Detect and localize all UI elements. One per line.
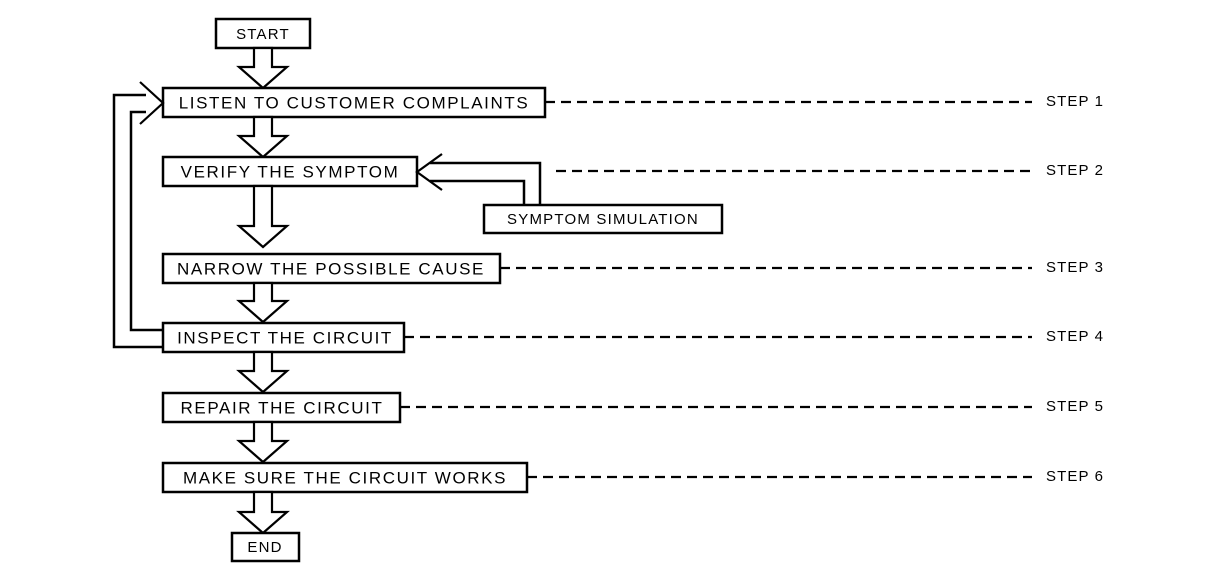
arrow-step2-to-step3: [236, 184, 290, 249]
arrowhead-loop-to-step1: [139, 81, 165, 125]
arrow-step6-to-end: [236, 490, 290, 535]
node-step4-label: INSPECT THE CIRCUIT: [177, 328, 393, 347]
arrow-step4-to-step5: [236, 350, 290, 394]
loop-simulation-inner: [430, 179, 526, 205]
arrow-step3-to-step4: [236, 281, 290, 324]
node-start[interactable]: START: [214, 17, 312, 50]
node-step2-label: VERIFY THE SYMPTOM: [181, 162, 400, 181]
node-start-label: START: [236, 26, 290, 43]
node-step6[interactable]: MAKE SURE THE CIRCUIT WORKS: [161, 461, 529, 494]
node-step5[interactable]: REPAIR THE CIRCUIT: [161, 391, 402, 424]
node-step1-box: [161, 86, 547, 119]
node-step5-label: REPAIR THE CIRCUIT: [181, 398, 384, 417]
loop-simulation-outer: [430, 161, 542, 205]
node-end-label: END: [247, 539, 282, 556]
node-step2[interactable]: VERIFY THE SYMPTOM: [161, 155, 419, 188]
node-symptom-simulation[interactable]: SYMPTOM SIMULATION: [482, 203, 724, 235]
arrow-start-to-step1: [236, 46, 290, 90]
node-step6-box: [161, 461, 529, 494]
node-step6-label: MAKE SURE THE CIRCUIT WORKS: [183, 468, 507, 487]
step-marker-1: STEP 1: [1046, 93, 1104, 110]
node-step2-box: [161, 155, 419, 188]
node-step3-label: NARROW THE POSSIBLE CAUSE: [177, 259, 485, 278]
node-step3[interactable]: NARROW THE POSSIBLE CAUSE: [161, 252, 502, 285]
arrow-step5-to-step6: [236, 420, 290, 464]
node-step1[interactable]: LISTEN TO CUSTOMER COMPLAINTS: [161, 86, 547, 119]
node-symptom-simulation-label: SYMPTOM SIMULATION: [507, 211, 699, 228]
node-symptom-simulation-box: [482, 203, 724, 235]
node-step4[interactable]: INSPECT THE CIRCUIT: [161, 321, 406, 354]
step-marker-6: STEP 6: [1046, 468, 1104, 485]
step-marker-3: STEP 3: [1046, 259, 1104, 276]
arrowhead-simulation-to-step2: [415, 153, 443, 191]
node-end[interactable]: END: [230, 531, 301, 563]
loop-step4-to-step1-outer: [112, 93, 163, 349]
node-step4-box: [161, 321, 406, 354]
node-end-box: [230, 531, 301, 563]
arrow-step1-to-step2: [236, 115, 290, 159]
step-marker-5: STEP 5: [1046, 398, 1104, 415]
node-step1-label: LISTEN TO CUSTOMER COMPLAINTS: [179, 93, 530, 112]
loop-step4-to-step1-inner: [129, 110, 163, 332]
step-marker-4: STEP 4: [1046, 328, 1104, 345]
step-marker-2: STEP 2: [1046, 162, 1104, 179]
